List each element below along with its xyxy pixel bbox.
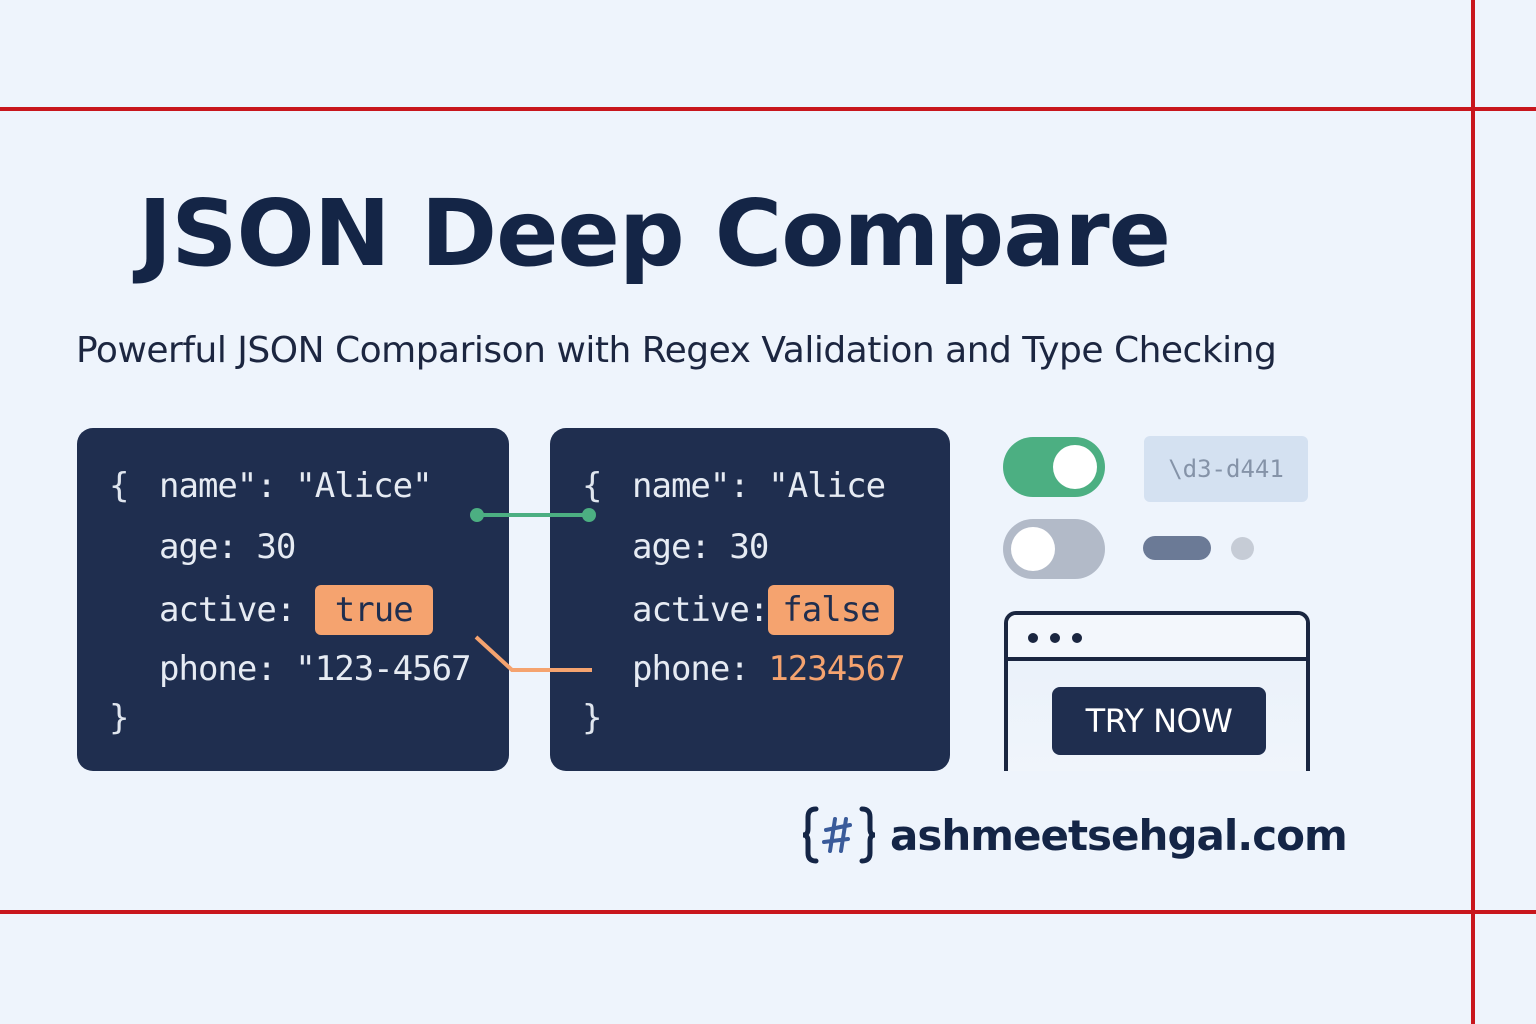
json-panel-left: { name": "Alice" age: 30 active: true ph… (77, 428, 509, 771)
regex-pattern-field[interactable]: \d3-d441 (1144, 436, 1308, 502)
guide-line-bottom (0, 910, 1536, 914)
open-brace: { (582, 466, 603, 506)
code-line-active: active: true (159, 585, 433, 635)
brand-name: ashmeetsehgal.com (890, 810, 1348, 860)
close-brace: } (109, 698, 130, 738)
page-title: JSON Deep Compare (138, 180, 1171, 287)
toggle-knob (1053, 445, 1097, 489)
active-key: active: (632, 590, 769, 630)
try-now-button[interactable]: TRY NOW (1052, 687, 1266, 755)
phone-key: phone: (632, 649, 750, 689)
code-line-name: name": "Alice (632, 466, 886, 506)
code-line-phone: phone: 1234567 (632, 649, 906, 689)
brand[interactable]: ashmeetsehgal.com (802, 800, 1348, 870)
code-line-age: age: 30 (159, 527, 296, 567)
window-dot-icon (1072, 633, 1082, 643)
page-subtitle: Powerful JSON Comparison with Regex Vali… (76, 330, 1277, 371)
code-line-phone: phone: "123-4567 (159, 649, 472, 689)
code-line-age: age: 30 (632, 527, 769, 567)
phone-value-mismatch: 1234567 (768, 649, 905, 689)
toggle-switch-on[interactable] (1003, 437, 1105, 497)
code-line-active: active:false (632, 585, 894, 635)
toggle-knob (1011, 527, 1055, 571)
guide-line-top (0, 107, 1536, 111)
window-dot-icon (1028, 633, 1038, 643)
active-key: active: (159, 590, 296, 630)
braces-hash-icon (802, 803, 876, 867)
active-value-highlight: true (314, 585, 433, 635)
toggle-switch-off[interactable] (1003, 519, 1105, 579)
active-value-highlight: false (768, 585, 894, 635)
close-brace: } (582, 698, 603, 738)
browser-title-bar (1008, 615, 1306, 661)
status-dot (1231, 537, 1254, 560)
browser-window: TRY NOW (1004, 611, 1310, 771)
open-brace: { (109, 466, 130, 506)
code-line-name: name": "Alice" (159, 466, 433, 506)
json-panel-right: { name": "Alice age: 30 active:false pho… (550, 428, 950, 771)
window-dot-icon (1050, 633, 1060, 643)
guide-line-right (1471, 0, 1475, 1024)
slider-pill[interactable] (1143, 536, 1211, 560)
